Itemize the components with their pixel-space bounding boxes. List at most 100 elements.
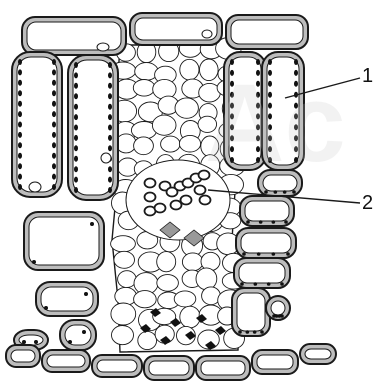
xylem-vessel: [145, 179, 156, 188]
vacuole: [41, 287, 93, 311]
chloroplast: [294, 103, 298, 109]
chloroplast: [254, 282, 258, 286]
parenchyma-cell: [174, 291, 196, 307]
vacuole: [97, 360, 137, 372]
vacuole: [271, 301, 285, 315]
chloroplast: [74, 177, 78, 183]
chloroplast: [74, 156, 78, 162]
parenchyma-cell: [157, 275, 179, 292]
chloroplast: [90, 222, 94, 226]
upper-epidermis-cell: [226, 15, 308, 49]
chloroplast: [74, 166, 78, 172]
chloroplast: [268, 113, 272, 119]
chloroplast: [256, 146, 260, 152]
lower-epidermis-cell: [196, 356, 250, 380]
chloroplast: [18, 122, 22, 128]
chloroplast: [52, 101, 56, 107]
chloroplast: [108, 177, 112, 183]
parenchyma-cell: [111, 236, 136, 252]
parenchyma-cell: [134, 291, 157, 308]
chloroplast: [294, 146, 298, 152]
parenchyma-cell: [135, 63, 158, 81]
spongy-mesophyll-cell: [266, 296, 290, 320]
chloroplast: [52, 153, 56, 159]
chloroplast: [267, 282, 271, 286]
lower-epidermis-cell: [144, 356, 194, 380]
chloroplast: [256, 92, 260, 98]
xylem-vessel: [200, 196, 211, 205]
chloroplast: [268, 124, 272, 130]
chloroplast: [82, 330, 86, 334]
chloroplast: [18, 163, 22, 169]
chloroplast: [32, 260, 36, 264]
chloroplast: [230, 103, 234, 109]
spongy-mesophyll-cell: [232, 288, 270, 336]
chloroplast: [294, 70, 298, 76]
palisade-cell: [224, 52, 266, 170]
parenchyma-cell: [175, 98, 198, 118]
chloroplast: [18, 174, 22, 180]
chloroplast: [294, 135, 298, 141]
chloroplast: [268, 59, 272, 65]
parenchyma-cell: [182, 253, 203, 271]
chloroplast: [292, 190, 296, 194]
chloroplast: [260, 330, 264, 334]
vacuole: [11, 350, 35, 362]
chloroplast: [246, 220, 250, 224]
chloroplast: [18, 80, 22, 86]
palisade-cell: [262, 52, 304, 170]
nucleus: [29, 182, 41, 192]
parenchyma-cell: [118, 271, 137, 288]
chloroplast: [52, 184, 56, 190]
chloroplast: [280, 282, 284, 286]
chloroplast: [52, 111, 56, 117]
chloroplast: [286, 252, 290, 256]
chloroplast: [74, 125, 78, 131]
parenchyma-cell: [198, 116, 217, 132]
nucleus: [202, 30, 212, 38]
chloroplast: [294, 124, 298, 130]
parenchyma-cell: [111, 303, 136, 325]
chloroplast: [230, 146, 234, 152]
chloroplast: [230, 81, 234, 87]
xylem-vessel: [181, 196, 192, 205]
chloroplast: [268, 70, 272, 76]
lower-epidermis-cell: [42, 350, 90, 372]
chloroplast: [18, 142, 22, 148]
chloroplast: [256, 81, 260, 87]
vacuole: [257, 355, 293, 369]
lower-epidermis-cell: [252, 350, 298, 374]
chloroplast: [257, 252, 261, 256]
chloroplast: [74, 145, 78, 151]
vacuole: [231, 20, 303, 44]
chloroplast: [294, 157, 298, 163]
chloroplast: [108, 135, 112, 141]
chloroplast: [52, 132, 56, 138]
chloroplast: [52, 80, 56, 86]
parenchyma-cell: [179, 135, 200, 152]
parenchyma-cell: [157, 252, 176, 272]
nucleus: [101, 153, 111, 163]
xylem-vessel: [145, 193, 156, 202]
vacuole: [263, 175, 297, 191]
vacuole: [17, 57, 57, 192]
xylem-vessel: [199, 171, 210, 180]
palisade-cell: [68, 55, 118, 200]
chloroplast: [18, 111, 22, 117]
lower-epidermis-cell: [300, 344, 336, 364]
vacuole: [237, 293, 265, 331]
parenchyma-cell: [115, 287, 137, 305]
chloroplast: [52, 90, 56, 96]
chloroplast: [272, 220, 276, 224]
chloroplast: [230, 135, 234, 141]
chloroplast: [52, 174, 56, 180]
parenchyma-cell: [133, 80, 155, 97]
chloroplast: [268, 135, 272, 141]
chloroplast: [256, 70, 260, 76]
chloroplast: [256, 59, 260, 65]
vacuole: [305, 349, 331, 359]
chloroplast: [18, 90, 22, 96]
vacuole: [149, 361, 189, 375]
